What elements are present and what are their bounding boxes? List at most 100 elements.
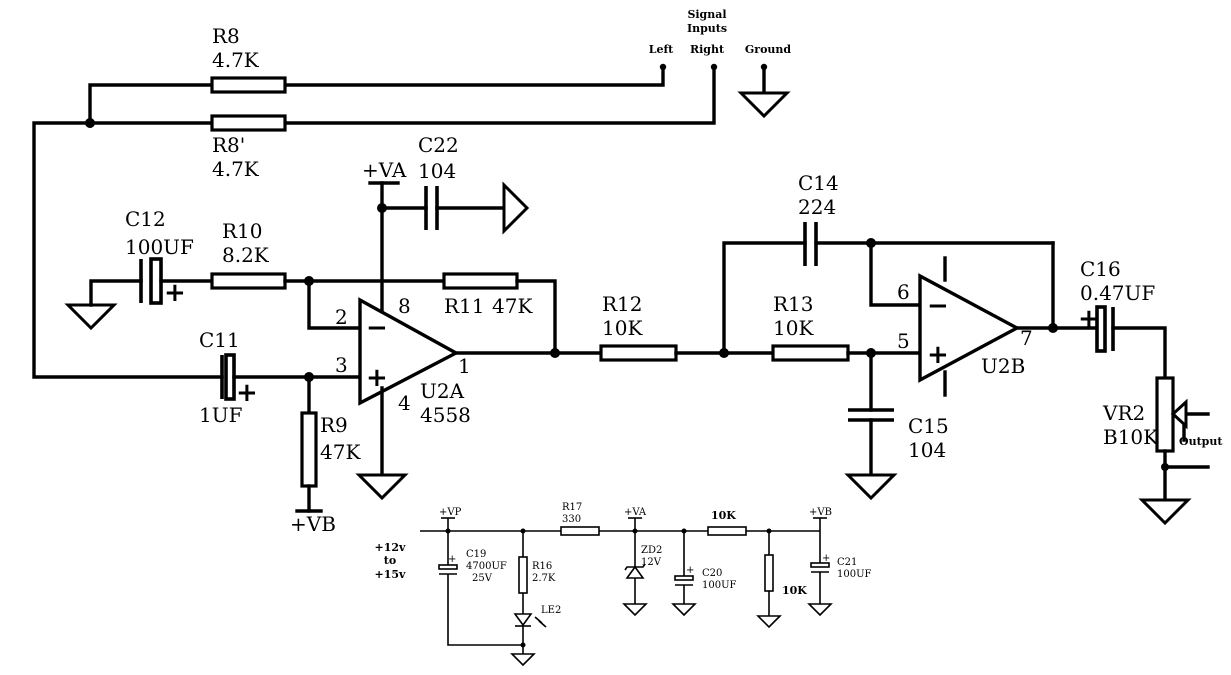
c19-voltage: 25V: [472, 573, 493, 584]
r10-value: 8.2K: [222, 243, 270, 267]
supply-input-label-2: to: [384, 554, 396, 567]
ground-symbol: [64, 303, 118, 331]
capacitor-c20-plate: [674, 575, 694, 581]
u2a-pin-3: 3: [335, 353, 348, 377]
ground-symbol: [844, 473, 898, 501]
supply-input-label: +12v: [375, 541, 407, 554]
signal-input-section: Signal Inputs Left Right Ground R8 4.7K …: [32, 8, 791, 379]
u2b-ref: U2B: [981, 354, 1025, 378]
junction: [520, 642, 526, 648]
u2a-pin-8: 8: [398, 294, 411, 318]
resistor-r10: [210, 272, 287, 290]
left-input-label: Left: [649, 43, 674, 56]
r9-ref: R9: [320, 413, 348, 437]
vp-label: +VP: [439, 507, 462, 518]
u2a-noninverting-sign: +: [366, 363, 388, 393]
op-amp-u2b: [918, 273, 1021, 383]
c21-ref: C21: [837, 557, 857, 568]
c14-value: 224: [798, 195, 836, 219]
junction: [550, 348, 560, 358]
va-label: +VA: [624, 507, 647, 518]
c12-value: 100UF: [125, 235, 194, 259]
r8p-ref: R8': [212, 133, 245, 157]
resistor-r16: [518, 556, 528, 594]
resistor-r17: [560, 526, 600, 536]
r17-ref: R17: [562, 502, 582, 513]
r13-value: 10K: [773, 316, 814, 340]
r12-value: 10K: [602, 316, 643, 340]
le2-ref: LE2: [541, 605, 561, 616]
c11-polarity-plus: +: [236, 378, 258, 408]
power-supply-section: +12v to +15v +VP + C19 4700UF 25V R16 2.…: [375, 502, 872, 667]
zd2-value: 12V: [641, 557, 662, 568]
ground-symbol: [671, 603, 697, 617]
right-input-label: Right: [690, 43, 725, 56]
r-series-value: 10K: [711, 509, 736, 522]
u2b-inverting-sign: −: [927, 291, 949, 321]
r16-value: 2.7K: [532, 573, 556, 584]
c20-polarity-plus: +: [686, 565, 694, 576]
resistor-r8: [210, 76, 287, 94]
u2b-pin-7: 7: [1020, 326, 1033, 350]
r8-ref: R8: [212, 24, 240, 48]
ground-symbol: [502, 181, 530, 235]
ground-symbol: [1138, 498, 1192, 526]
resistor-r13: [771, 344, 850, 362]
op-amp-u2a: [358, 297, 460, 406]
r11-value: 47K: [492, 294, 533, 318]
ground-symbol: [622, 603, 648, 617]
r8p-value: 4.7K: [212, 157, 260, 181]
capacitor-c21-plate: [810, 562, 830, 568]
output-label: Output: [1179, 435, 1223, 448]
c19-polarity-plus: +: [448, 554, 456, 565]
signal-inputs-title: Signal: [687, 8, 726, 21]
r13-ref: R13: [773, 292, 814, 316]
ground-symbol: [737, 91, 791, 119]
c19-ref: C19: [466, 549, 486, 560]
ground-symbol: [510, 653, 536, 667]
supply-input-label-3: +15v: [375, 568, 407, 581]
vb-supply-label: +VB: [290, 512, 336, 536]
vr2-value: B10K: [1103, 425, 1159, 449]
u2a-ref: U2A: [420, 379, 465, 403]
r9-value: 47K: [320, 440, 361, 464]
c21-value: 100UF: [837, 569, 872, 580]
c11-ref: C11: [199, 328, 240, 352]
r16-ref: R16: [532, 561, 552, 572]
c12-ref: C12: [125, 207, 166, 231]
resistor-r8-prime: [210, 114, 287, 132]
c20-ref: C20: [702, 568, 722, 579]
ground-symbol: [756, 615, 782, 629]
resistor-r-shunt-10k: [764, 554, 774, 592]
u2a-pin-2: 2: [335, 305, 348, 329]
led-le2: [513, 613, 533, 627]
u2a-pin-1: 1: [458, 354, 471, 378]
resistor-r12: [599, 344, 678, 362]
c22-ref: C22: [418, 133, 459, 157]
junction: [85, 118, 95, 128]
c12-polarity-plus: +: [164, 278, 186, 308]
r8-value: 4.7K: [212, 48, 260, 72]
c16-value: 0.47UF: [1080, 281, 1155, 305]
u2b-pin-6: 6: [897, 280, 910, 304]
output-section: + C16 0.47UF VR2 B10K Output: [1078, 257, 1223, 526]
c22-value: 104: [418, 159, 456, 183]
signal-inputs-title-2: Inputs: [687, 22, 727, 35]
va-supply-label: +VA: [362, 158, 407, 182]
vb-label: +VB: [809, 507, 832, 518]
r-shunt-value: 10K: [782, 584, 807, 597]
c15-value: 104: [908, 438, 946, 462]
c21-polarity-plus: +: [822, 553, 830, 564]
c19-value: 4700UF: [466, 561, 507, 572]
u2a-value: 4558: [420, 403, 471, 427]
u2b-pin-5: 5: [897, 329, 910, 353]
r10-ref: R10: [222, 219, 263, 243]
potentiometer-vr2: [1155, 376, 1175, 453]
u2a-pin-4: 4: [398, 391, 411, 415]
c20-value: 100UF: [702, 580, 737, 591]
resistor-r-series-10k: [707, 526, 747, 536]
vr2-ref: VR2: [1102, 401, 1145, 425]
c15-ref: C15: [908, 414, 949, 438]
zener-zd2: [625, 565, 645, 579]
